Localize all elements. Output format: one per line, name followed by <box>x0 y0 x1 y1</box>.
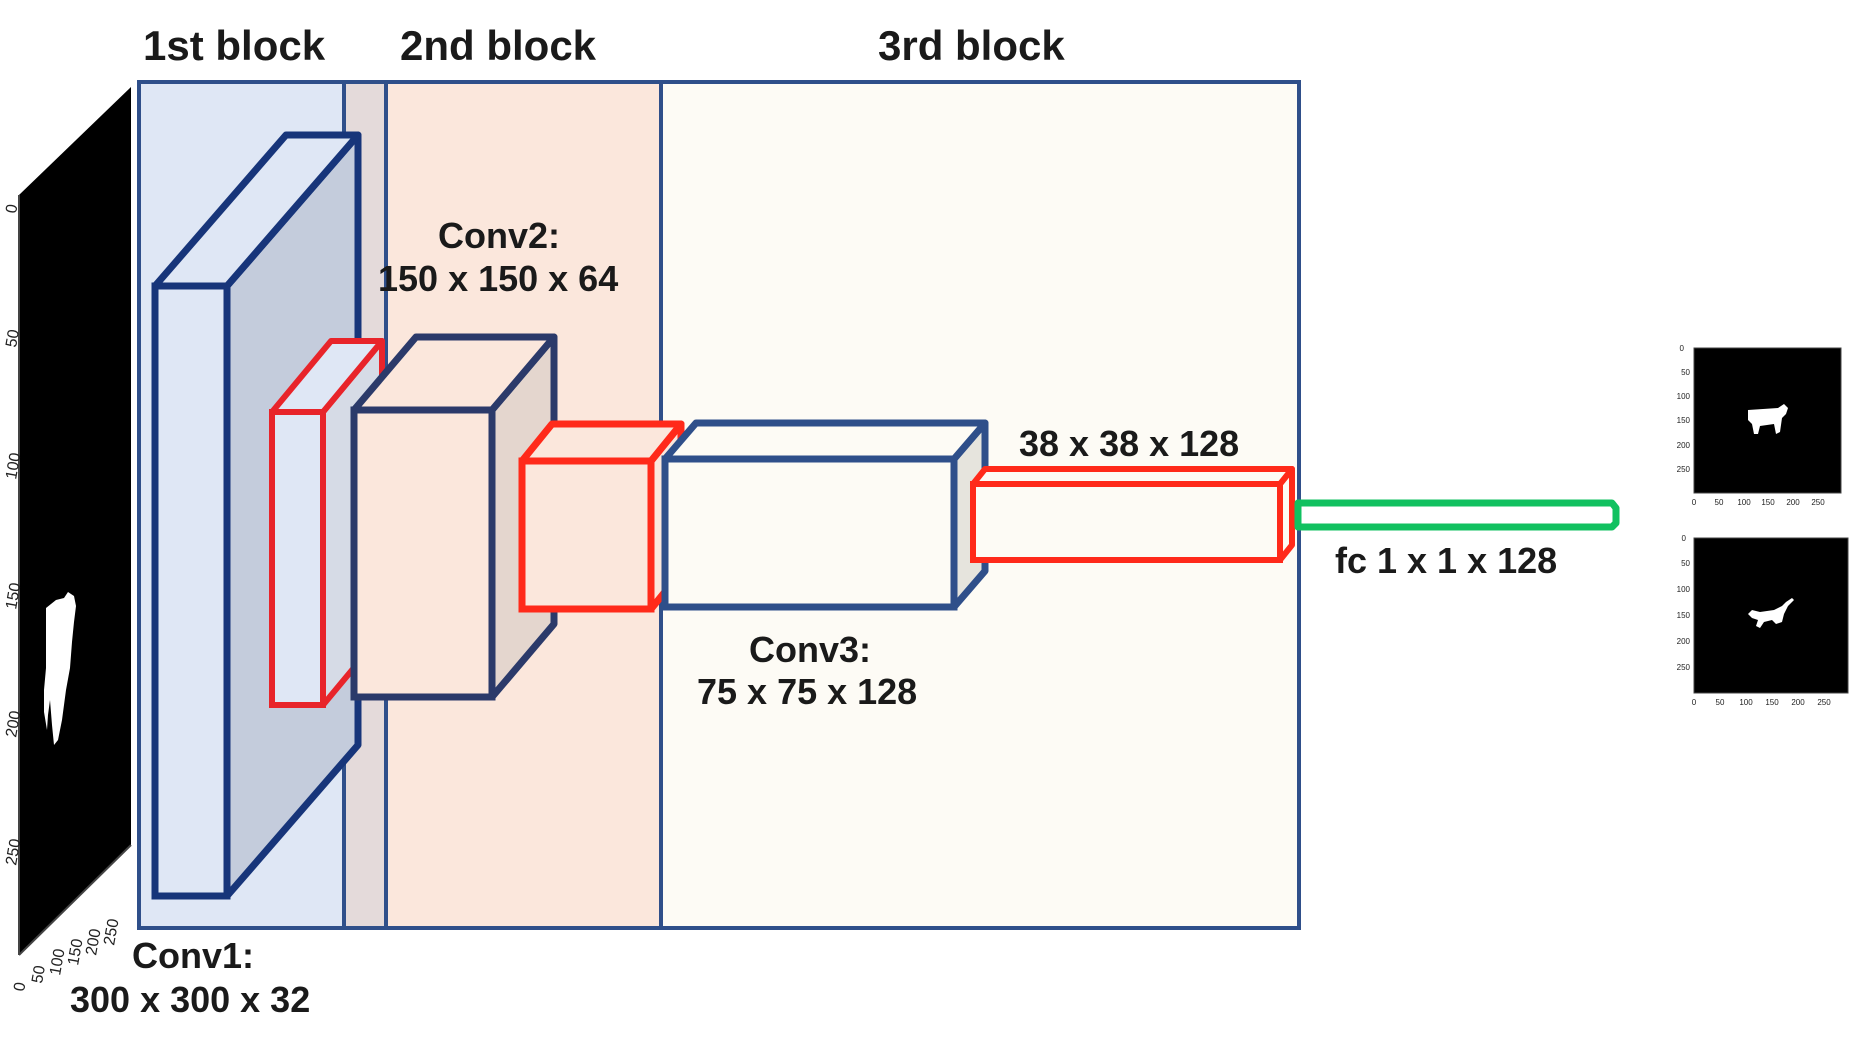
output-bottom-ytick: 0 <box>1682 534 1687 543</box>
conv2-front-face <box>350 406 496 701</box>
output-bottom-xtick: 150 <box>1765 698 1779 707</box>
input-xtick: 50 <box>29 964 49 985</box>
output-bottom-xtick: 50 <box>1716 698 1725 707</box>
conv3-name-label: Conv3: <box>749 629 871 670</box>
conv3-volume <box>661 419 989 611</box>
pool3-dims-label: 38 x 38 x 128 <box>1019 423 1239 464</box>
output-top-xtick: 50 <box>1715 498 1724 507</box>
conv3-dims-label: 75 x 75 x 128 <box>697 671 917 712</box>
input-x-axis <box>18 844 132 956</box>
output-bottom-ytick: 150 <box>1677 611 1691 620</box>
output-top-ytick: 150 <box>1677 416 1691 425</box>
conv3-front-face <box>661 455 958 611</box>
pool1-front-face <box>269 409 326 708</box>
input-ytick: 250 <box>3 837 24 866</box>
output-top-ytick: 100 <box>1677 392 1691 401</box>
pool3-front-face <box>970 481 1283 563</box>
fc-bar <box>1294 499 1620 531</box>
input-ytick: 0 <box>3 203 21 215</box>
input-ytick: 150 <box>3 581 24 610</box>
output-top-xtick: 250 <box>1811 498 1825 507</box>
output-top-xtick: 0 <box>1692 498 1697 507</box>
input-xtick: 200 <box>83 927 104 956</box>
conv2-name-label: Conv2: <box>438 215 560 256</box>
block2-title: 2nd block <box>400 22 597 69</box>
output-top-ytick: 250 <box>1677 465 1691 474</box>
output-top-ytick: 0 <box>1680 344 1685 353</box>
output-bottom-xtick: 0 <box>1692 698 1697 707</box>
input-image: 0 50 100 150 200 250 0 50 100 150 200 25… <box>3 87 132 993</box>
input-ytick: 100 <box>3 451 24 480</box>
output-bottom-ytick: 200 <box>1677 637 1691 646</box>
pool2-top-face <box>518 420 685 465</box>
input-xtick: 100 <box>47 947 68 976</box>
input-cow-silhouette <box>44 592 76 745</box>
pool2-front-face <box>518 457 655 613</box>
output-bottom-xtick: 200 <box>1791 698 1805 707</box>
input-ytick: 200 <box>3 709 24 738</box>
pool3-volume <box>970 466 1295 563</box>
output-bottom-ytick: 100 <box>1677 585 1691 594</box>
block1-title: 1st block <box>143 22 326 69</box>
conv3-top-face <box>661 419 989 463</box>
fc-layer <box>1294 499 1620 531</box>
output-top-xtick: 100 <box>1737 498 1751 507</box>
output-top-ytick: 50 <box>1681 368 1690 377</box>
input-xtick: 250 <box>101 917 122 946</box>
conv1-dims-label: 300 x 300 x 32 <box>70 979 310 1020</box>
fc-label: fc 1 x 1 x 128 <box>1335 540 1557 581</box>
output-bottom-ytick: 250 <box>1677 663 1691 672</box>
output-top-ytick: 200 <box>1677 441 1691 450</box>
input-image-plane <box>19 87 131 955</box>
block3-title: 3rd block <box>878 22 1065 69</box>
input-ytick: 50 <box>3 328 23 349</box>
input-xtick: 150 <box>65 937 86 966</box>
output-top-xtick: 200 <box>1786 498 1800 507</box>
output-image-bottom: 0 50 100 150 200 250 0 50 100 150 200 25… <box>1677 534 1849 707</box>
conv1-front-face <box>151 282 231 900</box>
output-bottom-ytick: 50 <box>1681 559 1690 568</box>
output-top-xtick: 150 <box>1761 498 1775 507</box>
output-bottom-xtick: 250 <box>1817 698 1831 707</box>
output-cow-silhouette <box>1748 404 1788 434</box>
pool2-volume <box>518 420 685 613</box>
output-cat-silhouette <box>1748 598 1794 628</box>
conv2-dims-label: 150 x 150 x 64 <box>378 258 618 299</box>
output-bottom-xtick: 100 <box>1739 698 1753 707</box>
output-image-top: 0 50 100 150 200 250 0 50 100 150 200 25… <box>1677 344 1842 507</box>
conv1-name-label: Conv1: <box>132 935 254 976</box>
input-xtick: 0 <box>11 981 29 993</box>
